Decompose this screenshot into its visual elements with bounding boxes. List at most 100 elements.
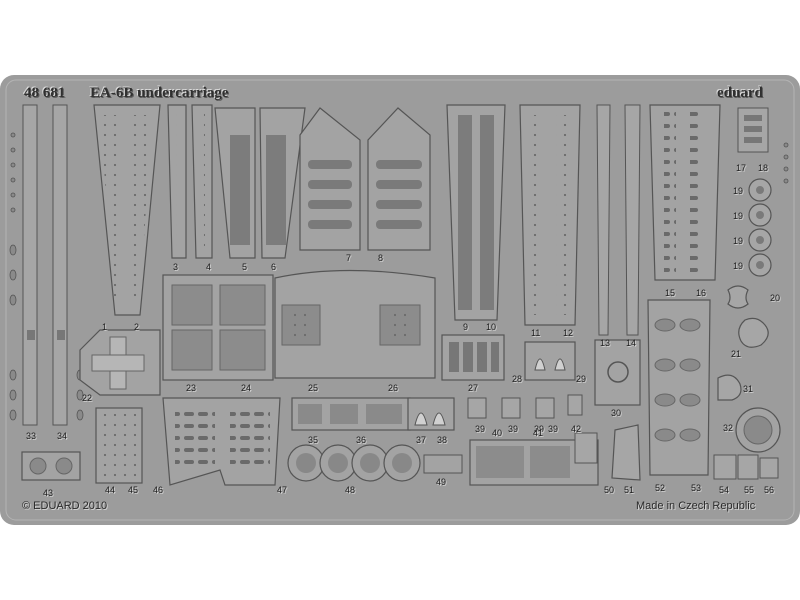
part-number: 46 — [153, 485, 164, 495]
part-28-29 — [524, 341, 576, 381]
part-54-56 — [713, 454, 779, 480]
part-3-4 — [167, 104, 213, 259]
part-number: 55 — [744, 485, 755, 495]
part-number: 15 — [665, 288, 676, 298]
copyright-text: © EDUARD 2010 — [22, 500, 108, 512]
part-number: 37 — [416, 435, 427, 445]
part-number: 54 — [719, 485, 730, 495]
part-number: 7 — [346, 253, 352, 263]
part-33-34-rails — [22, 104, 68, 426]
part-32-disc — [735, 407, 781, 453]
part-number: 39 — [475, 424, 486, 434]
part-52-53 — [647, 299, 711, 476]
part-number: 9 — [463, 322, 469, 332]
part-35-36 — [291, 397, 411, 431]
part-number: 41 — [533, 428, 544, 438]
part-number: 21 — [731, 349, 742, 359]
part-number: 12 — [563, 328, 574, 338]
part-22-cross — [79, 329, 161, 396]
part-number: 31 — [743, 384, 754, 394]
part-44-45 — [95, 407, 143, 484]
part-number: 26 — [388, 383, 399, 393]
part-number: 44 — [105, 485, 116, 495]
part-39-small — [467, 394, 583, 419]
part-13-14 — [596, 104, 641, 336]
part-number: 17 — [736, 163, 747, 173]
part-number: 39 — [548, 424, 559, 434]
part-number: 8 — [378, 253, 384, 263]
part-number: 56 — [764, 485, 775, 495]
part-25-26-panel — [274, 269, 436, 379]
part-number: 49 — [436, 477, 447, 487]
part-31 — [717, 374, 742, 401]
part-number: 39 — [508, 424, 519, 434]
part-11-12 — [519, 104, 581, 326]
part-number: 22 — [82, 393, 93, 403]
part-49 — [423, 454, 463, 474]
part-23-24-panel — [162, 274, 274, 381]
small-drops-right — [783, 142, 789, 184]
part-27 — [441, 334, 505, 381]
part-number: 13 — [600, 338, 611, 348]
part-number: 23 — [186, 383, 197, 393]
part-number: 53 — [691, 483, 702, 493]
part-1-2-door — [93, 104, 161, 316]
part-number: 25 — [308, 383, 319, 393]
part-37-38 — [407, 397, 455, 431]
part-number: 19 — [733, 236, 744, 246]
part-number: 51 — [624, 485, 635, 495]
part-number: 36 — [356, 435, 367, 445]
part-number: 33 — [26, 431, 37, 441]
part-number: 19 — [733, 186, 744, 196]
part-number: 47 — [277, 485, 288, 495]
part-number: 40 — [492, 428, 503, 438]
part-30 — [594, 339, 641, 406]
part-number: 50 — [604, 485, 615, 495]
part-40-41 — [469, 432, 599, 486]
part-number: 32 — [723, 423, 734, 433]
part-number: 20 — [770, 293, 781, 303]
part-number: 43 — [43, 488, 54, 498]
part-number: 2 — [134, 322, 140, 332]
part-number: 11 — [531, 328, 541, 338]
part-15-16 — [649, 104, 721, 281]
part-43 — [21, 451, 81, 481]
part-number: 35 — [308, 435, 319, 445]
part-number: 10 — [486, 322, 497, 332]
part-number: 48 — [345, 485, 356, 495]
part-number: 5 — [242, 262, 248, 272]
part-50-51 — [611, 424, 641, 481]
part-number: 39 — [534, 424, 545, 434]
part-number: 19 — [733, 211, 744, 221]
part-number: 1 — [102, 322, 108, 332]
part-number: 19 — [733, 261, 744, 271]
part-number: 30 — [611, 408, 622, 418]
part-number: 52 — [655, 483, 666, 493]
sheet-title: EA-6B undercarriage — [90, 85, 229, 101]
part-number: 4 — [206, 262, 212, 272]
part-number: 18 — [758, 163, 769, 173]
part-number: 29 — [576, 374, 587, 384]
part-number: 38 — [437, 435, 448, 445]
small-drops-left — [9, 132, 84, 421]
part-number: 34 — [57, 431, 68, 441]
part-number: 3 — [173, 262, 179, 272]
part-number: 28 — [512, 374, 523, 384]
part-number: 27 — [468, 383, 479, 393]
origin-text: Made in Czech Republic — [636, 500, 756, 512]
part-20-21 — [727, 285, 769, 348]
photo-etch-fret — [0, 75, 800, 525]
part-number: 42 — [571, 424, 582, 434]
part-9-10 — [446, 104, 506, 321]
part-number: 6 — [271, 262, 277, 272]
part-17-18 — [737, 107, 769, 153]
part-5-6 — [214, 107, 306, 259]
brand-logo: eduard — [717, 85, 763, 101]
part-number: 14 — [626, 338, 637, 348]
part-number: 24 — [241, 383, 252, 393]
part-7-8 — [299, 107, 431, 251]
catalog-number: 48 681 — [24, 85, 66, 101]
part-number: 45 — [128, 485, 139, 495]
part-46-47 — [162, 397, 281, 486]
part-number: 16 — [696, 288, 707, 298]
